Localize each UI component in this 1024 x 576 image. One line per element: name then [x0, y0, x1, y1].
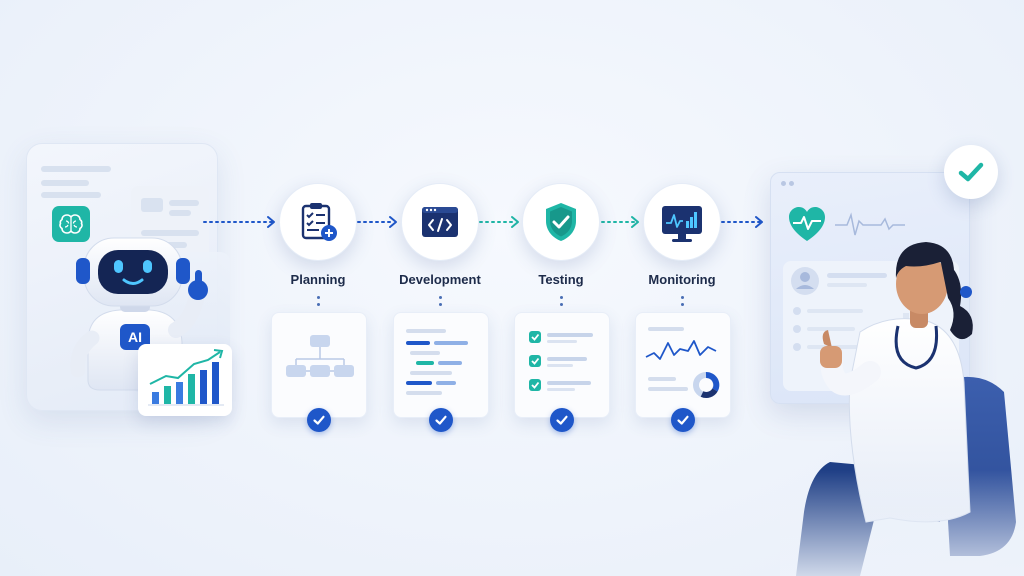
testing-label: Testing: [538, 272, 584, 287]
approval-check-icon: [944, 145, 998, 199]
heart-pulse-icon: [789, 207, 905, 241]
arrow-icon: [267, 216, 275, 228]
development-check-icon: [429, 408, 453, 432]
brain-icon: [52, 206, 90, 242]
growth-chart-icon: [148, 349, 224, 406]
clipboard-plus-icon: [301, 203, 337, 241]
planning-check-icon: [307, 408, 331, 432]
monitoring-step-icon: [643, 183, 721, 261]
monitoring-chart-card: [635, 312, 731, 418]
testing-check-icon: [550, 408, 574, 432]
planning-flowchart-card: [271, 312, 367, 418]
planning-step-icon: [279, 183, 357, 261]
monitoring-check-icon: [671, 408, 695, 432]
shield-check-icon: [546, 203, 576, 241]
growth-chart-card: [138, 344, 232, 416]
development-step-icon: [401, 183, 479, 261]
monitor-chart-icon: [662, 206, 702, 242]
development-label: Development: [399, 272, 481, 287]
testing-step-icon: [522, 183, 600, 261]
user-icon: [800, 272, 810, 282]
monitoring-label: Monitoring: [648, 272, 716, 287]
testing-checklist-card: [514, 312, 610, 418]
ai-badge-label: AI: [128, 329, 142, 345]
planning-label: Planning: [290, 272, 346, 287]
development-code-card: [393, 312, 489, 418]
code-window-icon: [422, 207, 458, 237]
